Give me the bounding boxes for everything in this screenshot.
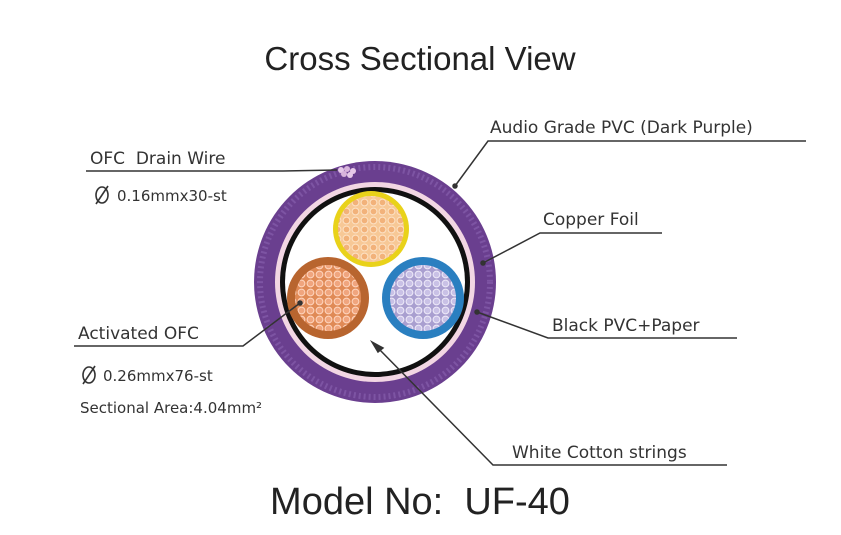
leader-pvc-paper [476, 311, 737, 339]
label-pvc-paper: Black PVC+Paper [552, 316, 700, 336]
core-right [382, 257, 464, 339]
diagram-title: Cross Sectional View [264, 40, 575, 77]
label-drain-wire: OFC Drain Wire [90, 149, 225, 169]
leader-jacket [454, 140, 806, 187]
label-copper-foil: Copper Foil [543, 210, 639, 230]
drain-wire [338, 166, 356, 178]
model-number: Model No: UF-40 [270, 481, 570, 523]
label-conductor: Activated OFC [78, 324, 199, 344]
leader-cotton [375, 345, 727, 466]
leader-drain [86, 169, 338, 172]
leader-lines [74, 140, 806, 466]
jacket-texture [257, 164, 493, 400]
leader-conductor [74, 302, 301, 347]
label-drain-spec: 0.16mmx30-st [117, 187, 227, 205]
arrowhead-cotton [369, 340, 385, 354]
label-sectional-area: Sectional Area:4.04mm² [80, 399, 262, 417]
cable-cross-section [254, 161, 496, 403]
diameter-icon [82, 365, 96, 385]
leader-foil [482, 232, 662, 264]
core-top [333, 191, 409, 267]
label-cotton-strings: White Cotton strings [512, 443, 687, 463]
core-left [287, 257, 369, 339]
label-jacket: Audio Grade PVC (Dark Purple) [490, 118, 753, 138]
diameter-icon [95, 185, 109, 205]
label-conductor-spec: 0.26mmx76-st [103, 367, 213, 385]
